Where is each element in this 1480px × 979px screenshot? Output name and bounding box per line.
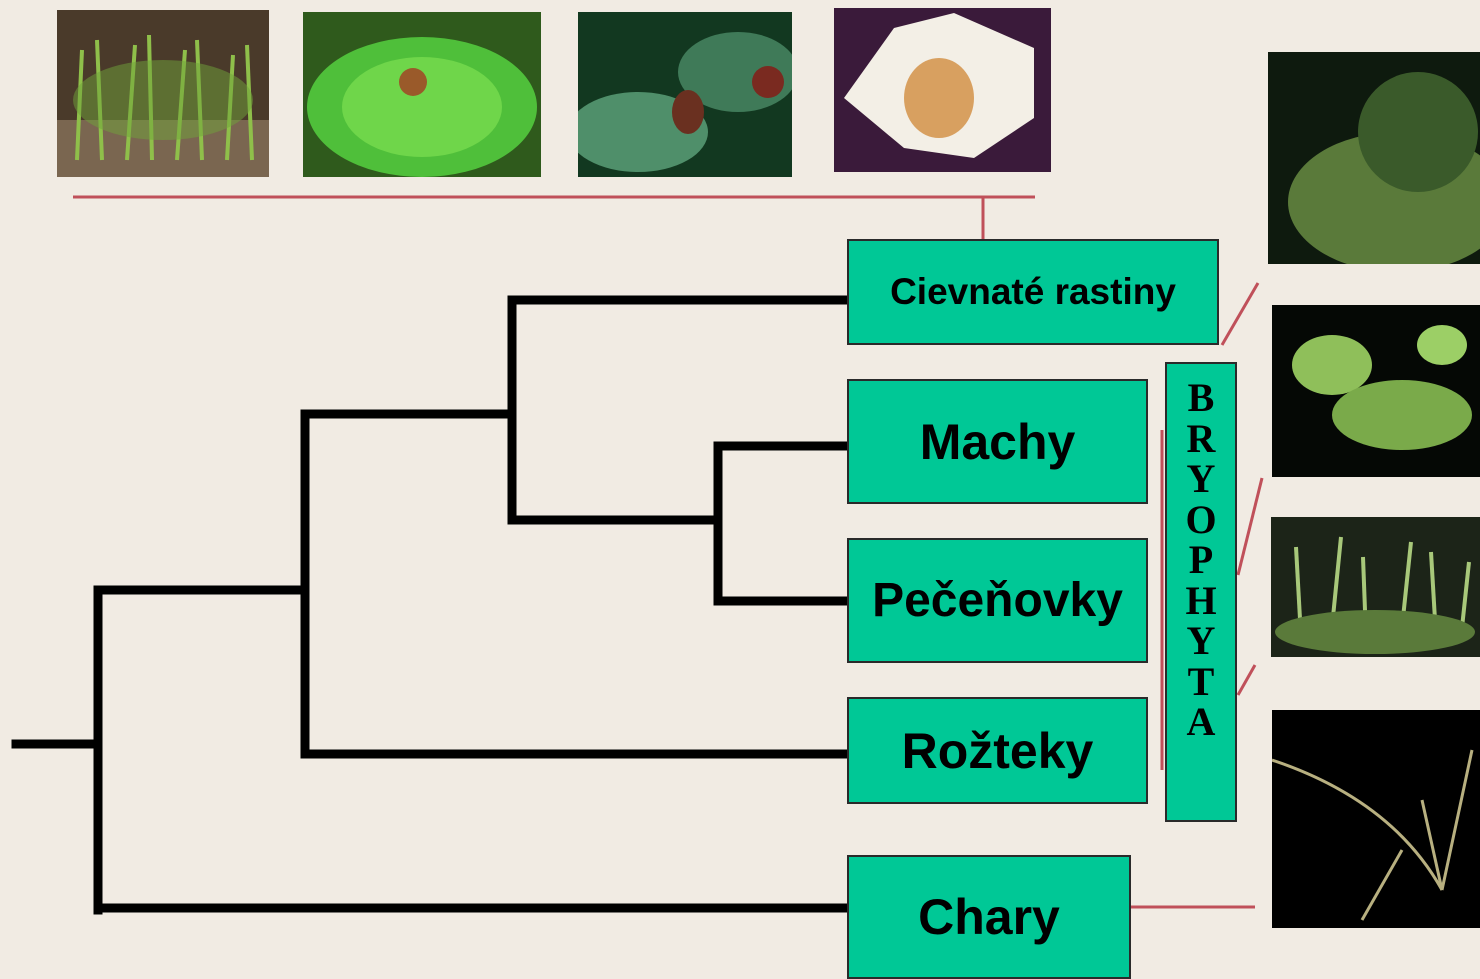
group-letter: H xyxy=(1185,577,1217,623)
fern-photo xyxy=(303,12,541,177)
hornwort-photo xyxy=(1271,517,1480,657)
moss-photo xyxy=(1268,52,1480,264)
bryophyta-group-label: B R Y O P H Y T A xyxy=(1165,362,1237,822)
taxon-label: Chary xyxy=(918,889,1060,945)
taxon-label: Machy xyxy=(919,413,1076,470)
flower-photo xyxy=(834,8,1051,172)
conifer-photo xyxy=(578,12,792,177)
taxon-box-mosses: Machy xyxy=(847,379,1148,504)
chara-photo xyxy=(1272,710,1480,928)
group-letter: Y xyxy=(1186,456,1216,501)
taxon-label: Pečeňovky xyxy=(872,574,1123,627)
group-letter: O xyxy=(1185,496,1217,542)
taxon-box-vascular-plants: Cievnaté rastiny xyxy=(847,239,1219,345)
taxon-box-charophytes: Chary xyxy=(847,855,1131,979)
branch-lines xyxy=(11,295,853,915)
group-letter: A xyxy=(1186,699,1216,744)
taxon-label: Rožteky xyxy=(901,722,1094,779)
group-letter: T xyxy=(1187,658,1215,704)
group-letter: R xyxy=(1186,415,1216,461)
group-letter: Y xyxy=(1186,618,1216,663)
group-letter: P xyxy=(1188,537,1214,582)
taxon-label: Cievnaté rastiny xyxy=(890,271,1176,312)
taxon-box-liverworts: Pečeňovky xyxy=(847,538,1148,663)
clubmoss-photo xyxy=(57,10,269,177)
liverwort-photo xyxy=(1272,305,1480,477)
taxon-box-hornworts: Rožteky xyxy=(847,697,1148,804)
connector-lines xyxy=(73,195,1264,909)
group-letter: B xyxy=(1187,375,1215,420)
